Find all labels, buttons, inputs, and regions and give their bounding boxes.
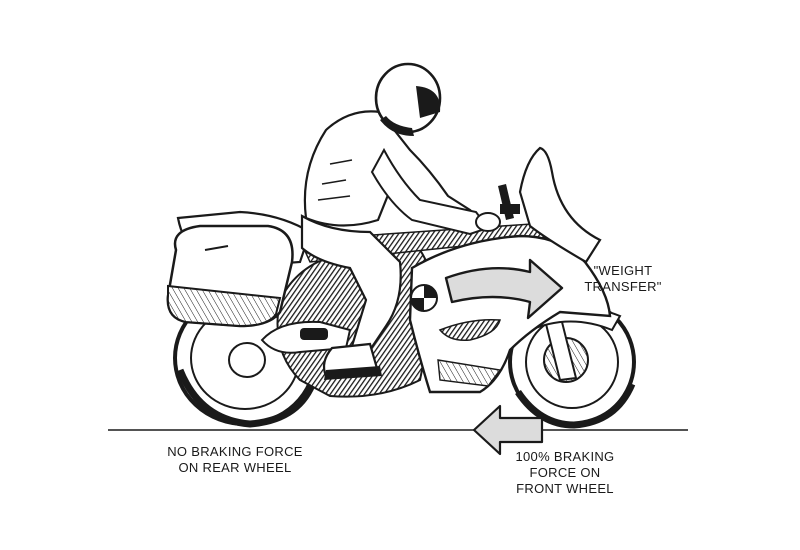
- rider: [300, 62, 501, 380]
- weight-transfer-arrow: [444, 258, 564, 320]
- pannier-bag: [166, 224, 294, 328]
- weight-transfer-line-2: TRANSFER": [584, 279, 662, 294]
- front-wheel-line-3: FRONT WHEEL: [516, 481, 614, 496]
- rear-wheel-line-1: NO BRAKING FORCE: [167, 444, 303, 459]
- center-of-gravity-icon: [410, 284, 438, 312]
- weight-transfer-label: "WEIGHT TRANSFER": [548, 263, 698, 295]
- rear-wheel-label: NO BRAKING FORCE ON REAR WHEEL: [130, 444, 340, 476]
- braking-force-arrow: [472, 404, 544, 456]
- front-wheel-line-2: FORCE ON: [529, 465, 601, 480]
- windscreen: [518, 146, 602, 264]
- rear-wheel-line-2: ON REAR WHEEL: [178, 460, 292, 475]
- front-wheel-line-1: 100% BRAKING: [515, 449, 615, 464]
- front-wheel-label: 100% BRAKING FORCE ON FRONT WHEEL: [490, 449, 640, 497]
- weight-transfer-line-1: "WEIGHT: [593, 263, 653, 278]
